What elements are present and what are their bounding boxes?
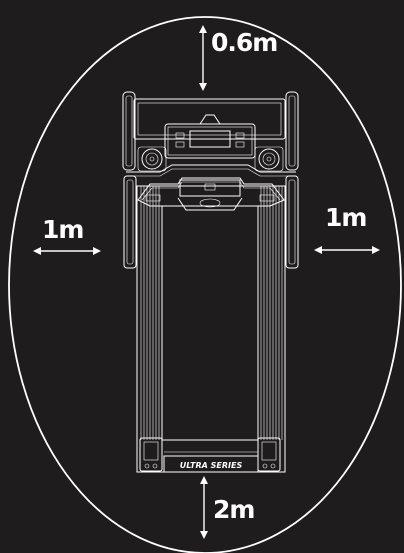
right-dial-icon <box>254 146 284 172</box>
rear-clearance-label: 2m <box>213 495 254 524</box>
right-clearance-label: 1m <box>325 203 366 232</box>
treadmill-motor-hood <box>137 177 285 211</box>
rear-clearance-arrow <box>200 476 208 539</box>
rear-badge-text: ULTRA SERIES <box>180 461 243 470</box>
left-dial-icon <box>137 146 167 172</box>
treadmill-top-view: ULTRA SERIES <box>122 91 299 473</box>
front-clearance-label: 0.6m <box>211 28 277 57</box>
treadmill-rear-end: ULTRA SERIES <box>139 437 281 473</box>
treadmill-console <box>122 91 299 177</box>
left-clearance-arrow <box>33 247 101 255</box>
clearance-zone-ellipse <box>8 16 402 553</box>
treadmill-deck <box>136 185 286 473</box>
treadmill-side-arms <box>123 175 299 269</box>
left-clearance-label: 1m <box>42 215 83 244</box>
right-clearance-arrow <box>314 246 380 254</box>
front-clearance-arrow <box>199 25 207 91</box>
